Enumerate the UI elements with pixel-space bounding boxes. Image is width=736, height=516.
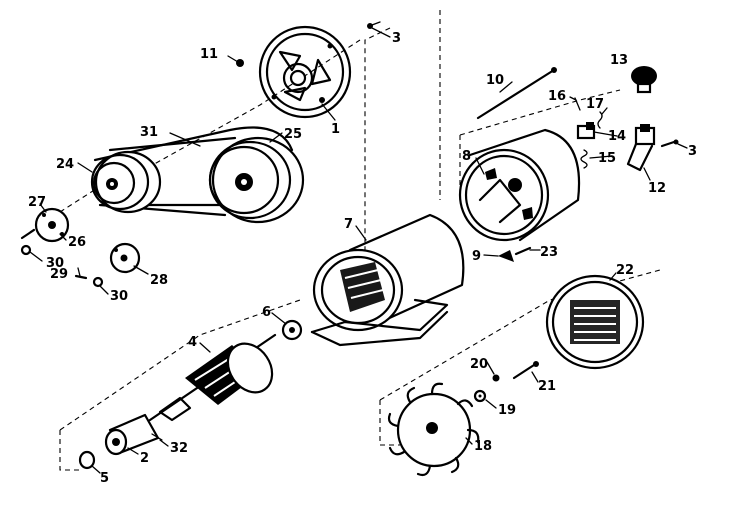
cap-part-13	[631, 66, 657, 94]
callout-22: 22	[616, 263, 634, 278]
callout-10: 10	[486, 73, 504, 88]
washer-part-30-a	[20, 244, 32, 256]
callout-9: 9	[472, 249, 481, 264]
pin-part-27	[20, 228, 36, 240]
bushing-part-32	[151, 433, 163, 441]
assembly-guide-lines	[29, 10, 661, 471]
callout-23: 23	[540, 245, 558, 260]
callout-12: 12	[648, 181, 666, 196]
callout-3-top: 3	[392, 31, 401, 46]
rod-part-10	[476, 67, 557, 120]
callout-25: 25	[284, 127, 302, 142]
bracket-part-12	[626, 124, 656, 172]
callout-17: 17	[586, 97, 604, 112]
callout-27: 27	[28, 195, 46, 210]
end-cover-part	[545, 274, 645, 370]
callout-30-b: 30	[110, 289, 128, 304]
callout-21: 21	[538, 379, 556, 394]
callout-11: 11	[200, 47, 218, 62]
flange-part-26	[34, 207, 70, 243]
callout-32: 32	[170, 441, 188, 456]
fan-part-18	[387, 382, 480, 477]
callout-14: 14	[608, 129, 626, 144]
flange-part-28	[109, 242, 141, 274]
washer-part-30-b	[92, 276, 104, 288]
callout-20: 20	[470, 357, 488, 372]
callout-18: 18	[474, 439, 492, 454]
callout-5: 5	[100, 471, 109, 486]
callout-16: 16	[548, 89, 566, 104]
callout-4: 4	[188, 335, 197, 350]
motor-frame-part	[310, 213, 465, 347]
callout-29: 29	[50, 267, 68, 282]
nut-part-20	[492, 374, 500, 382]
callout-19: 19	[498, 403, 516, 418]
spring-part-17	[597, 111, 603, 129]
large-pulley-part	[208, 136, 305, 224]
pin-part-29	[74, 274, 88, 280]
callout-24: 24	[56, 157, 74, 172]
bearing-part-5	[78, 450, 96, 470]
callout-labels: 1 2 3 3 4 5 6 7 8 9 10 11 12 13 14 15 16…	[28, 31, 697, 486]
end-bell-part	[458, 128, 581, 242]
callout-8: 8	[462, 149, 471, 164]
callout-1: 1	[331, 122, 340, 137]
spring-part-15	[580, 149, 588, 169]
callout-2: 2	[140, 451, 149, 466]
bolt-part-21	[512, 361, 539, 380]
screw-part-23	[514, 246, 532, 256]
bearing-part-6	[281, 319, 303, 341]
screw-part-3-top	[367, 21, 381, 29]
callout-6: 6	[262, 305, 271, 320]
small-pulley-part	[90, 150, 162, 214]
washer-part-19	[473, 389, 487, 403]
clip-part-9	[498, 250, 514, 262]
callout-30-a: 30	[46, 256, 64, 271]
callout-15: 15	[598, 151, 616, 166]
screw-part-3-right	[660, 139, 679, 148]
sleeve-part-2	[104, 413, 160, 456]
callout-31: 31	[140, 125, 158, 140]
rotor-part-4	[148, 333, 277, 422]
callout-7: 7	[344, 217, 353, 232]
fan-housing-part	[258, 25, 352, 119]
callout-13: 13	[610, 53, 628, 68]
callout-3-right: 3	[688, 144, 697, 159]
callout-26: 26	[68, 235, 86, 250]
switch-part-14	[576, 122, 596, 140]
leader-lines	[29, 27, 688, 474]
screw-part-11	[236, 59, 244, 67]
callout-28: 28	[150, 273, 168, 288]
